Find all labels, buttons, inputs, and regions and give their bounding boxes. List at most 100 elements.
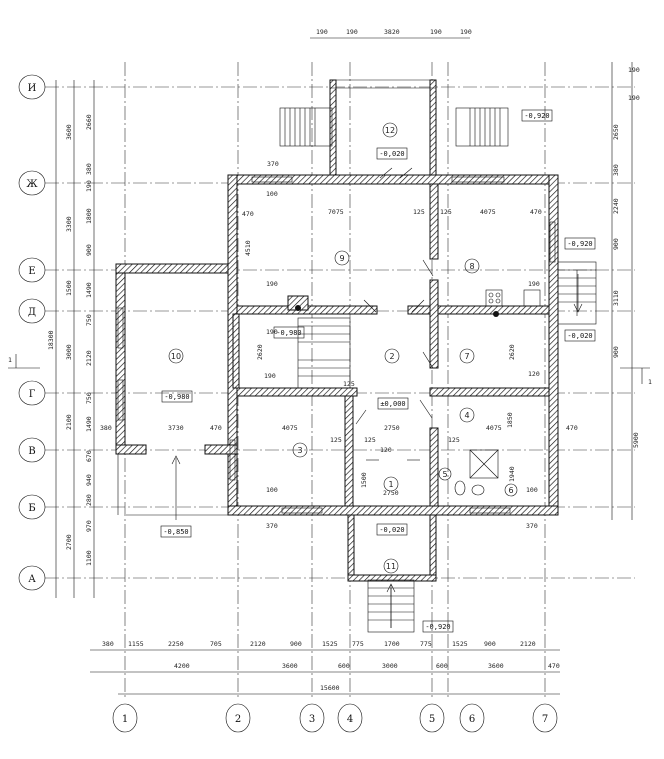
svg-text:775: 775 (420, 640, 432, 648)
svg-text:12: 12 (385, 126, 395, 135)
svg-text:1500: 1500 (65, 280, 73, 296)
svg-text:5: 5 (442, 470, 447, 479)
svg-text:2120: 2120 (250, 640, 266, 648)
room-label-11: 11 (383, 558, 399, 574)
svg-text:10: 10 (171, 352, 181, 361)
svg-text:750: 750 (85, 314, 93, 326)
axis-bubble-d: Д (18, 298, 46, 324)
svg-text:190: 190 (266, 328, 278, 336)
svg-text:380: 380 (85, 163, 93, 175)
axis-bubble-2: 2 (225, 703, 251, 733)
svg-text:3600: 3600 (282, 662, 298, 670)
svg-text:7: 7 (464, 352, 469, 361)
svg-text:470: 470 (548, 662, 560, 670)
svg-text:-0,980: -0,980 (164, 393, 189, 401)
svg-text:1: 1 (8, 356, 12, 364)
svg-text:В: В (28, 446, 35, 457)
svg-text:Б: Б (28, 503, 35, 514)
level-marks: -0,020 -0,920 -0,920 -0,020 -0,980 -0,98… (160, 109, 596, 633)
svg-text:Е: Е (28, 266, 35, 277)
svg-text:-0,920: -0,920 (524, 112, 549, 120)
svg-text:-0,850: -0,850 (163, 528, 188, 536)
svg-text:3000: 3000 (65, 344, 73, 360)
svg-text:190: 190 (628, 66, 640, 74)
svg-text:125: 125 (330, 436, 342, 444)
svg-text:-0,020: -0,020 (379, 526, 404, 534)
svg-text:100: 100 (266, 486, 278, 494)
svg-text:4075: 4075 (282, 424, 298, 432)
svg-text:705: 705 (210, 640, 222, 648)
svg-text:600: 600 (436, 662, 448, 670)
dimension-total: 15600 (320, 684, 340, 692)
level-right-low: -0,020 (564, 329, 596, 342)
svg-text:900: 900 (290, 640, 302, 648)
svg-text:125: 125 (343, 380, 355, 388)
axis-bubbles-columns: 1 2 3 4 5 6 7 (112, 703, 558, 733)
svg-text:190: 190 (628, 94, 640, 102)
svg-text:2: 2 (235, 714, 241, 725)
axis-bubble-zh: Ж (18, 170, 46, 196)
svg-text:6: 6 (508, 486, 513, 495)
svg-text:3300: 3300 (65, 216, 73, 232)
axis-bubble-a: А (18, 565, 46, 591)
svg-text:2120: 2120 (85, 350, 93, 366)
walls (115, 79, 559, 582)
svg-text:Д: Д (28, 307, 36, 318)
svg-text:1: 1 (648, 378, 652, 386)
svg-text:3820: 3820 (384, 28, 400, 36)
svg-text:775: 775 (352, 640, 364, 648)
svg-text:280: 280 (85, 494, 93, 506)
svg-text:2240: 2240 (612, 198, 620, 214)
room-label-8: 8 (464, 258, 480, 274)
level-kitchen: -0,980 (273, 326, 305, 339)
axis-bubble-i: И (18, 74, 46, 100)
svg-text:120: 120 (528, 370, 540, 378)
level-entry: -0,020 (376, 523, 408, 536)
svg-text:970: 970 (85, 520, 93, 532)
svg-text:1850: 1850 (506, 412, 514, 428)
svg-text:3600: 3600 (488, 662, 504, 670)
level-right-mid: -0,920 (564, 237, 596, 250)
dimension-left-total: 18300 (47, 330, 55, 350)
svg-text:2650: 2650 (612, 124, 620, 140)
svg-text:±0,000: ±0,000 (380, 400, 405, 408)
dimension-interior: 370 100 470 7075 125 125 4075 470 4510 1… (100, 160, 578, 530)
svg-text:900: 900 (484, 640, 496, 648)
svg-text:125: 125 (440, 208, 452, 216)
svg-text:2120: 2120 (520, 640, 536, 648)
svg-text:3600: 3600 (65, 124, 73, 140)
svg-text:2700: 2700 (65, 534, 73, 550)
svg-text:1525: 1525 (452, 640, 468, 648)
svg-text:470: 470 (566, 424, 578, 432)
svg-text:4075: 4075 (486, 424, 502, 432)
details (117, 79, 597, 633)
svg-text:190: 190 (460, 28, 472, 36)
svg-text:3730: 3730 (168, 424, 184, 432)
svg-text:2750: 2750 (383, 489, 399, 497)
svg-text:3110: 3110 (612, 290, 620, 306)
svg-text:900: 900 (85, 244, 93, 256)
svg-text:4510: 4510 (244, 240, 252, 256)
level-left: -0,980 (161, 390, 193, 403)
level-porch-top: -0,020 (376, 147, 408, 160)
svg-text:100: 100 (526, 486, 538, 494)
axis-bubble-1: 1 (112, 703, 138, 733)
level-bottom-stair: -0,920 (422, 620, 454, 633)
axis-bubble-4: 4 (337, 703, 363, 733)
svg-text:2: 2 (389, 352, 394, 361)
svg-text:2100: 2100 (65, 414, 73, 430)
svg-text:2250: 2250 (168, 640, 184, 648)
svg-text:190: 190 (430, 28, 442, 36)
svg-text:-0,920: -0,920 (425, 623, 450, 631)
svg-text:6: 6 (469, 714, 475, 725)
svg-text:1500: 1500 (360, 472, 368, 488)
axis-grid (45, 62, 635, 700)
dimension-right: 190 190 2650 380 2240 900 3110 900 5900 (612, 66, 640, 448)
svg-text:2660: 2660 (85, 114, 93, 130)
svg-text:750: 750 (85, 392, 93, 404)
level-right-top: -0,920 (521, 109, 553, 122)
level-hall: ±0,000 (377, 397, 409, 410)
room-label-1: 1 (383, 476, 399, 492)
room-label-12: 12 (382, 122, 398, 138)
svg-text:600: 600 (338, 662, 350, 670)
